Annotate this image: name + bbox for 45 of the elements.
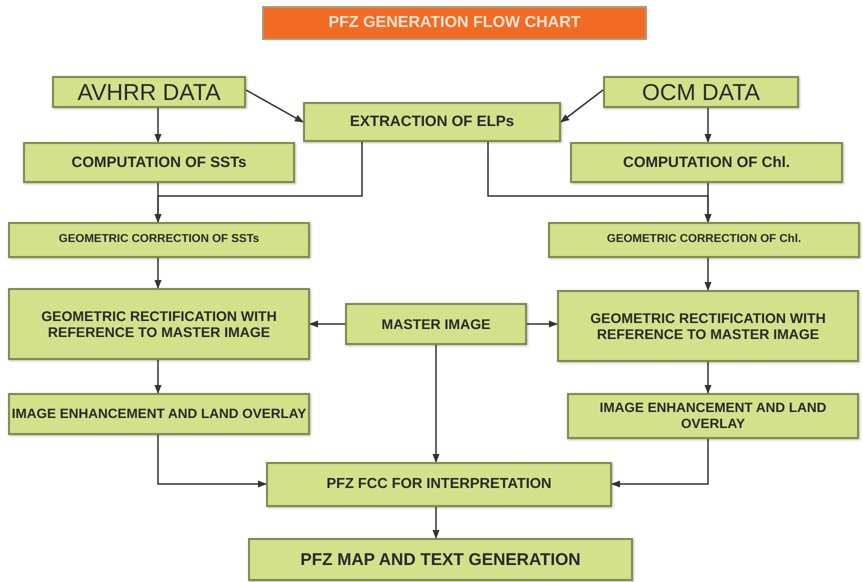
process-box	[303, 102, 561, 142]
box-label: IMAGE ENHANCEMENT AND LAND OVERLAY	[12, 406, 306, 422]
arrow	[611, 439, 709, 488]
arrow	[246, 89, 304, 123]
box-label: OCM DATA	[642, 78, 760, 106]
process-box	[567, 393, 859, 439]
box-label: GEOMETRIC CORRECTION OF Chl.	[606, 233, 802, 247]
process-box	[8, 222, 310, 258]
process-box	[570, 142, 843, 183]
arrow	[704, 258, 712, 291]
title-banner: PFZ GENERATION FLOW CHART	[262, 6, 647, 40]
process-box	[557, 290, 859, 362]
box-label: MASTER IMAGE	[382, 316, 490, 332]
box-label: GEOMETRIC RECTIFICATION WITH REFERENCE TO MASTER IMAGE	[40, 308, 278, 340]
arrow	[704, 183, 712, 223]
box-label: PFZ MAP AND TEXT GENERATION	[300, 550, 581, 570]
process-box	[345, 303, 527, 345]
arrow	[157, 435, 267, 488]
process-box	[8, 393, 310, 435]
box-label: COMPUTATION OF SSTs	[72, 154, 246, 172]
process-box	[8, 288, 310, 360]
arrow	[432, 507, 440, 539]
box-label: GEOMETRIC CORRECTION OF SSTs	[58, 233, 260, 247]
arrow	[154, 360, 162, 394]
process-box	[548, 222, 860, 258]
box-label: EXTRACTION OF ELPs	[350, 113, 514, 131]
box-label: GEOMETRIC RECTIFICATION WITH REFERENCE TO MASTER IMAGE	[589, 310, 827, 342]
arrow	[154, 108, 162, 143]
box-label: AVHRR DATA	[77, 78, 221, 106]
process-box	[52, 76, 246, 108]
arrow	[432, 345, 440, 463]
arrow	[154, 258, 162, 289]
box-label: COMPUTATION OF Chl.	[623, 154, 790, 172]
arrow	[704, 108, 712, 143]
arrow	[560, 89, 604, 123]
arrow	[704, 362, 712, 394]
box-label: PFZ FCC FOR INTERPRETATION	[326, 476, 552, 493]
process-box	[23, 142, 295, 183]
arrow	[309, 320, 345, 328]
process-box	[603, 76, 799, 108]
process-box	[266, 462, 612, 507]
box-label: IMAGE ENHANCEMENT AND LAND OVERLAY	[598, 400, 828, 432]
arrow	[527, 320, 558, 328]
arrow	[154, 142, 363, 223]
process-box	[248, 538, 633, 581]
